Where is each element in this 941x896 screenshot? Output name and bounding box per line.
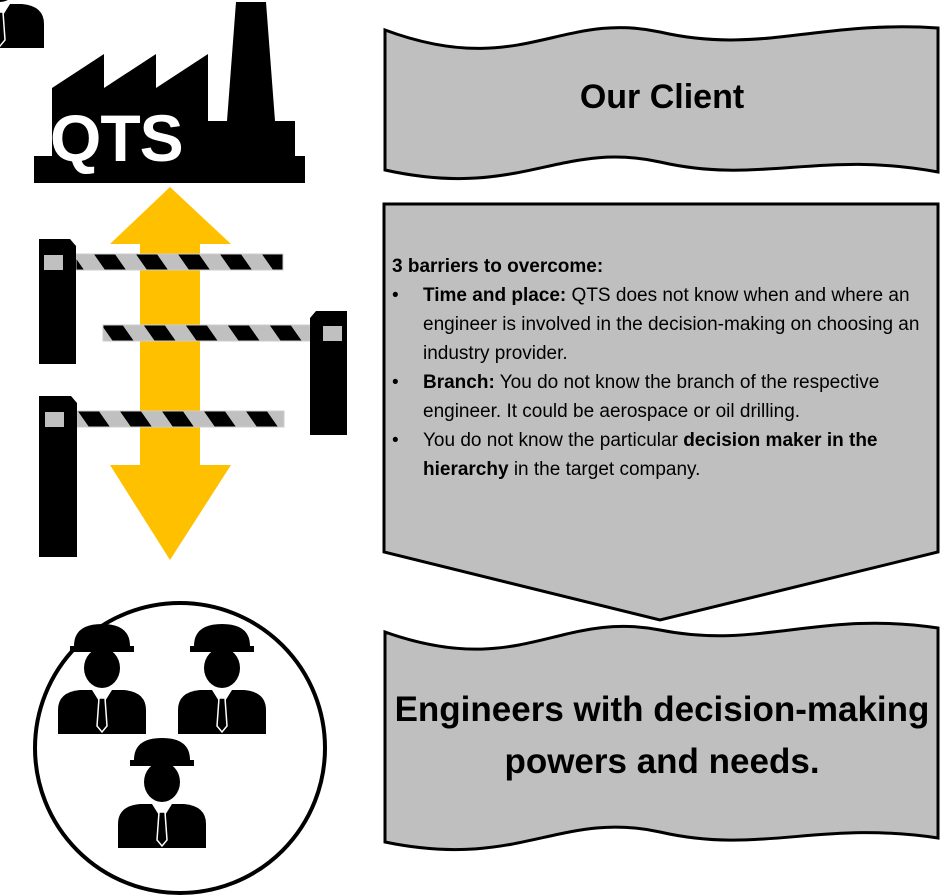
qts-logo-text: QTS [50, 101, 184, 175]
barrier-item-text: in the target company. [508, 459, 701, 480]
engineers-banner-label: Engineers with decision-making powers an… [394, 690, 930, 781]
barrier-gate-1 [39, 239, 284, 364]
barrier-item-title: Time and place: [423, 285, 567, 306]
barrier-item-text: You do not know the branch of the respec… [423, 372, 880, 422]
barrier-item-title: decision maker in the hierarchy [423, 430, 878, 480]
double-arrow-icon [110, 187, 231, 560]
barriers-heading: 3 barriers to overcome: [392, 256, 604, 277]
barrier-item-text: QTS does not know when and where an engi… [423, 285, 920, 364]
barrier-gate-3 [39, 396, 285, 557]
barriers-box-text: 3 barriers to overcome: Time and place: … [392, 252, 922, 484]
barrier-item-title: Branch: [423, 372, 495, 393]
barrier-item: Time and place: QTS does not know when a… [392, 281, 922, 368]
barrier-item-text: You do not know the particular [423, 430, 684, 451]
factory-icon [34, 2, 305, 183]
barrier-item: Branch: You do not know the branch of th… [392, 368, 922, 426]
barrier-item: You do not know the particular decision … [392, 426, 922, 484]
engineers-banner-shape [383, 621, 940, 851]
barrier-gate-2 [102, 311, 347, 435]
client-banner-label: Our Client [579, 78, 745, 116]
engineer-icon [0, 0, 44, 48]
client-banner-shape [383, 25, 940, 181]
